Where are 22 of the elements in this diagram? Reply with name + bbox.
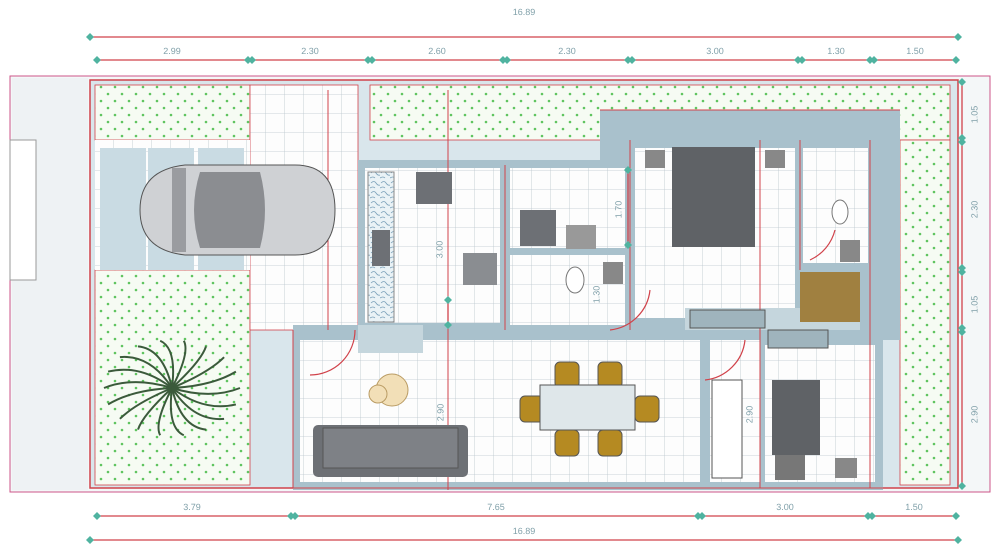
dimension-label: 2.90 <box>436 404 446 422</box>
dimension-label: 16.89 <box>512 527 536 536</box>
dimension-label: 2.99 <box>163 47 181 56</box>
dimension-label: 2.30 <box>970 200 980 218</box>
dimension-label: 2.30 <box>301 47 319 56</box>
dimension-label: 1.30 <box>827 47 845 56</box>
dimension-label: 3.00 <box>436 240 444 258</box>
dimension-label: 3.79 <box>183 503 201 512</box>
dimension-label: 1.50 <box>905 503 923 512</box>
dimension-label: 3.00 <box>706 47 724 56</box>
dimension-label: 7.65 <box>487 503 505 512</box>
dimension-label: 3.00 <box>776 503 794 512</box>
dimension-label: 1.70 <box>614 200 624 218</box>
dimension-label: 16.89 <box>512 8 536 17</box>
dimension-label: 1.50 <box>906 47 924 56</box>
dimension-label: 2.90 <box>746 406 754 424</box>
dimension-label: 2.60 <box>428 47 446 56</box>
dimension-label: 1.05 <box>970 296 980 314</box>
dimension-label: 2.90 <box>970 406 980 424</box>
dimension-label: 1.30 <box>592 286 602 304</box>
dimension-label: 1.05 <box>970 106 980 124</box>
dimension-label: 2.30 <box>558 47 576 56</box>
